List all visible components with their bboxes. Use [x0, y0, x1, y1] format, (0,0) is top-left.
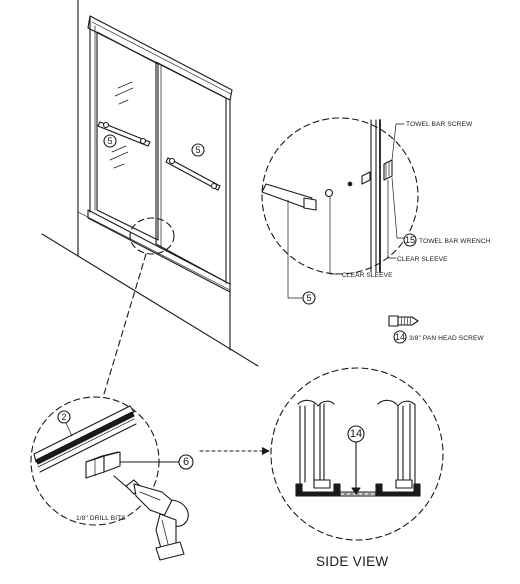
label-clear-sleeve-left: CLEAR SLEEVE: [342, 272, 393, 279]
towel-bar-detail: [261, 117, 419, 305]
callout-15: 15: [405, 235, 415, 245]
side-view-detail: [270, 367, 444, 541]
callout-5-inner-door: 5: [195, 145, 200, 155]
callout-5-outer-door: 5: [107, 136, 112, 146]
shower-door-enclosure: [41, 0, 259, 367]
label-side-view: SIDE VIEW: [316, 554, 388, 569]
label-clear-sleeve-right: CLEAR SLEEVE: [397, 256, 448, 263]
callout-14-side-view: 14: [350, 428, 362, 440]
callout-5-detail: 5: [306, 293, 311, 303]
callout-2: 2: [61, 412, 66, 422]
detail-circle-bottom-guide: [129, 217, 175, 255]
label-towel-bar-wrench: TOWEL BAR WRENCH: [419, 238, 491, 245]
power-drill-icon: [113, 475, 189, 561]
detail-leader-line: [103, 253, 147, 395]
label-pan-head-screw: 3/8" PAN HEAD SCREW: [409, 335, 485, 342]
label-drill-bits: 1/8" DRILL BITS: [76, 515, 126, 522]
drill-detail: [30, 396, 194, 526]
callout-6: 6: [183, 456, 189, 468]
callout-14-screw: 14: [395, 332, 405, 342]
side-view-arrow: [199, 447, 270, 455]
label-towel-bar-screw: TOWEL BAR SCREW: [406, 121, 473, 128]
pan-head-screw-icon: [388, 315, 419, 344]
